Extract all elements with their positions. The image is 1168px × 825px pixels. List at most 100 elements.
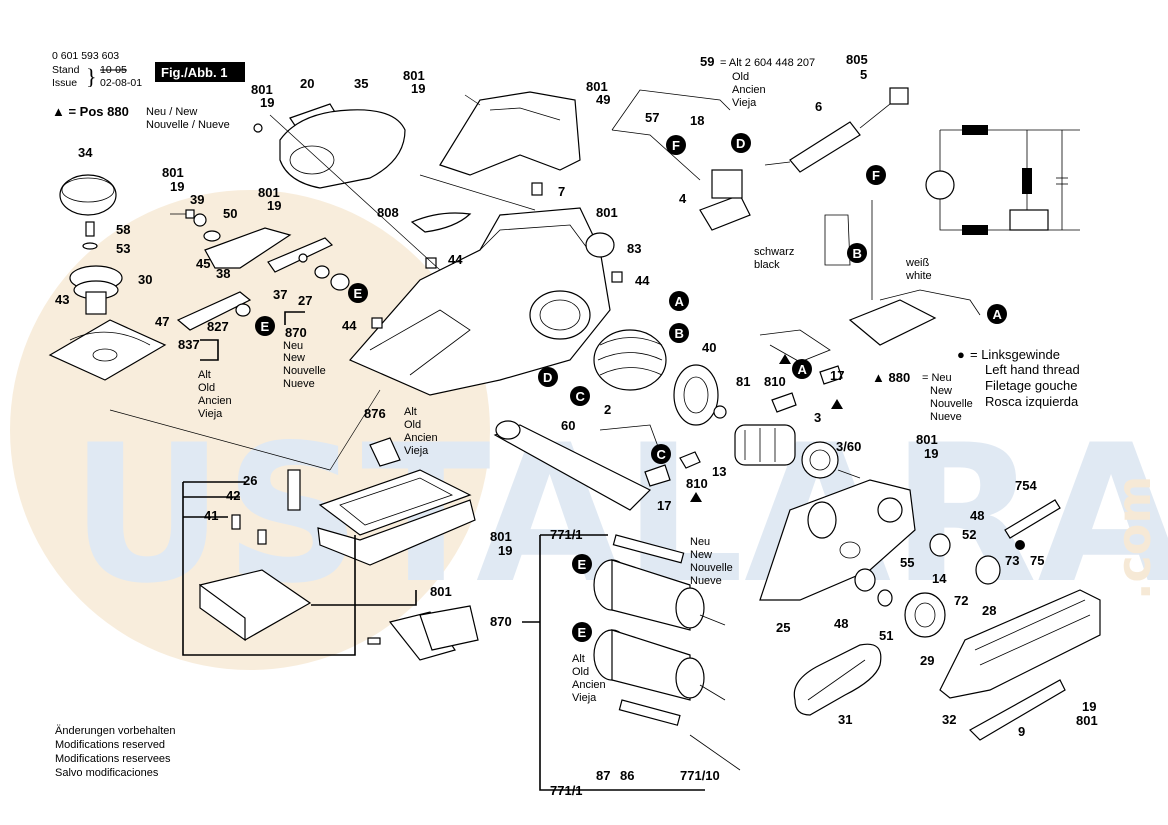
switch-4 — [699, 169, 751, 231]
letter-f-1: F — [666, 135, 686, 155]
bearing-27 — [314, 265, 350, 291]
callout-6: 6 — [815, 99, 822, 114]
callout-771-10: 771/10 — [680, 768, 720, 783]
callout-81: 81 — [736, 374, 750, 389]
callout-3-60: 3/60 — [836, 439, 861, 454]
armature-3 — [713, 405, 861, 479]
callout-2: 2 — [604, 402, 611, 417]
svg-text:Nueve: Nueve — [930, 411, 962, 423]
callout-48-b: 48 — [834, 616, 848, 631]
pos-note-line2: Nouvelle / Nueve — [146, 119, 230, 131]
svg-text:Old: Old — [198, 382, 215, 394]
blade-771-10 — [689, 734, 741, 771]
washer-51 — [877, 589, 893, 607]
cord-6 — [764, 87, 909, 173]
svg-text:New: New — [690, 549, 712, 561]
svg-text:Ancien: Ancien — [198, 395, 232, 407]
pos-note-line1: Neu / New — [146, 106, 197, 118]
callout-870-b: 870 — [490, 614, 512, 629]
letter-c-1: C — [570, 386, 590, 406]
drive-belt-31 — [793, 643, 882, 716]
callout-32: 32 — [942, 712, 956, 727]
svg-text:B: B — [853, 246, 862, 261]
callout-73: 73 — [1005, 553, 1019, 568]
triangle-markers — [690, 354, 843, 502]
field-coil-2 — [593, 329, 667, 391]
callout-801-i: 801 — [1076, 713, 1098, 728]
svg-text:= Neu: = Neu — [922, 372, 952, 384]
callout-19-h: 19 — [924, 446, 938, 461]
cover-35 — [279, 109, 406, 189]
alt-block-837: Alt Old Ancien Vieja — [198, 369, 232, 420]
svg-text:Ancien: Ancien — [572, 679, 606, 691]
callout-771-1-b: 771/1 — [550, 783, 583, 798]
callout-28: 28 — [982, 603, 996, 618]
callout-45: 45 — [196, 256, 210, 271]
callout-53: 53 — [116, 241, 130, 256]
callout-17-a: 17 — [830, 368, 844, 383]
callout-801-d: 801 — [162, 165, 184, 180]
watermark-dotcom: .com — [1107, 476, 1161, 600]
letter-d-1: D — [538, 367, 558, 387]
wrench-754 — [1004, 499, 1061, 539]
plate-9 — [969, 679, 1066, 741]
issue-value: 02-08-01 — [100, 77, 142, 89]
svg-text:black: black — [754, 259, 780, 271]
callout-50: 50 — [223, 206, 237, 221]
letter-markers: A B D C C E E E E D F F B A A — [255, 133, 1007, 642]
cutter-head-new — [593, 534, 726, 631]
housing-main — [349, 207, 611, 396]
svg-text:Filetage gouche: Filetage gouche — [985, 378, 1078, 393]
callout-801-g: 801 — [490, 529, 512, 544]
gear-housing-25 — [759, 479, 916, 601]
callout-31: 31 — [838, 712, 852, 727]
callout-30: 30 — [138, 272, 152, 287]
svg-text:Vieja: Vieja — [198, 408, 223, 420]
bearing-55 — [854, 568, 876, 592]
wire-a — [759, 329, 831, 363]
callout-20: 20 — [300, 76, 314, 91]
part-44-a — [425, 257, 437, 269]
callout-47: 47 — [155, 314, 169, 329]
callout-801-a: 801 — [251, 82, 273, 97]
shaft-plate-37 — [267, 237, 334, 273]
svg-text:Alt: Alt — [198, 369, 211, 381]
stand-value: 10-05 — [100, 64, 127, 76]
svg-text:= Alt 2 604 448 207: = Alt 2 604 448 207 — [720, 57, 815, 69]
tube-60 — [493, 420, 652, 511]
callout-5: 5 — [860, 67, 867, 82]
callout-49: 49 — [596, 92, 610, 107]
ring-40 — [673, 364, 719, 426]
svg-text:E: E — [261, 319, 270, 334]
svg-text:Old: Old — [732, 71, 749, 83]
letter-c-2: C — [651, 444, 671, 464]
svg-text:F: F — [672, 138, 680, 153]
callout-87: 87 — [596, 768, 610, 783]
svg-text:E: E — [578, 625, 587, 640]
callout-83: 83 — [627, 241, 641, 256]
wire-bracket-f — [824, 200, 981, 316]
svg-text:A: A — [993, 307, 1003, 322]
callout-27: 27 — [298, 293, 312, 308]
base-plate-upper — [318, 469, 472, 536]
svg-text:E: E — [578, 557, 587, 572]
base-plate-lower — [317, 499, 476, 566]
callout-48-a: 48 — [970, 508, 984, 523]
callout-7: 7 — [558, 184, 565, 199]
letter-b-1: B — [669, 323, 689, 343]
callout-801-j: 801 — [430, 584, 452, 599]
callout-13: 13 — [712, 464, 726, 479]
cutter-head-old — [593, 629, 726, 726]
alt59-block: = Alt 2 604 448 207 Old Ancien Vieja — [720, 57, 815, 109]
callout-19-e: 19 — [267, 198, 281, 213]
legend-880: ▲ 880 = Neu New Nouvelle Nueve — [872, 370, 973, 423]
svg-text:Alt: Alt — [404, 406, 417, 418]
svg-text:Modifications reservees: Modifications reservees — [55, 753, 171, 765]
callout-19-d: 19 — [170, 179, 184, 194]
scale-plate-33 — [48, 319, 167, 381]
letter-e-2: E — [255, 316, 275, 336]
svg-text:Nouvelle: Nouvelle — [283, 365, 326, 377]
part-26 — [287, 469, 301, 511]
depth-adjust-30 — [69, 265, 123, 315]
callout-35: 35 — [354, 76, 368, 91]
